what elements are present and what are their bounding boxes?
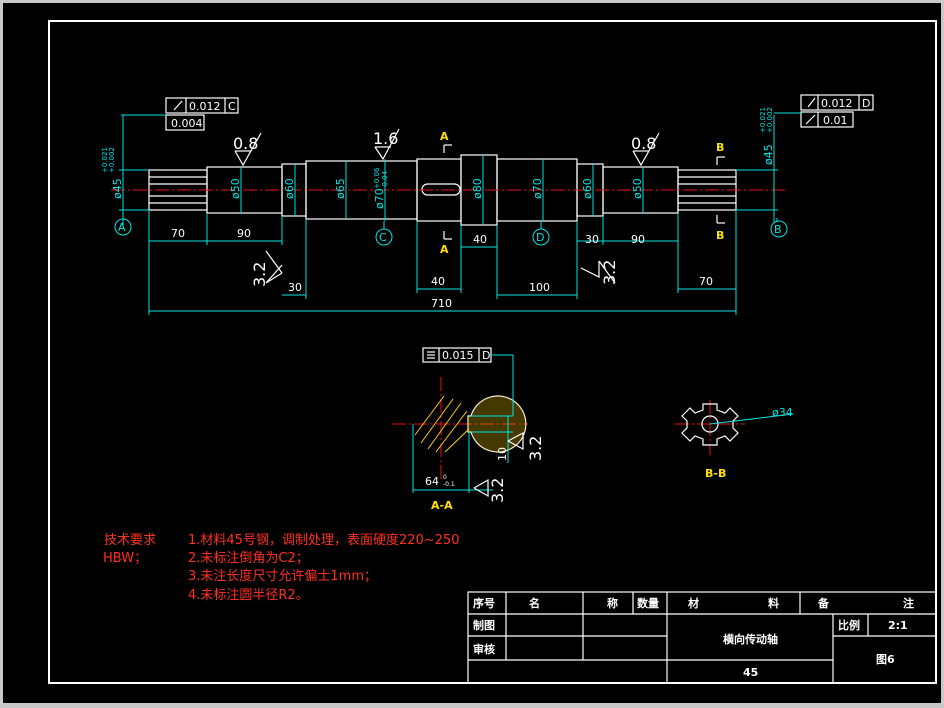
dia-tol: +0.002 [766, 107, 774, 133]
svg-text:10: 10 [496, 447, 509, 461]
roughness-top: 0.8 1.6 0.8 [233, 128, 660, 167]
svg-text:0: 0 [443, 474, 447, 481]
svg-text:ø34: ø34 [772, 406, 793, 419]
dia-tol: +0.021 [759, 107, 767, 133]
section-markers: A A B B [440, 130, 725, 256]
hdr-qty: 数量 [637, 596, 659, 610]
hdr-index: 序号 [473, 596, 495, 610]
svg-text:40: 40 [431, 275, 445, 288]
section-bb: ø34 B-B [675, 400, 794, 480]
dia-tol: +0.021 [101, 147, 109, 173]
dia-label: ø80 [471, 178, 484, 199]
fcf-right: 0.012 D 0.01 [774, 94, 874, 128]
scale-value: 2:1 [888, 619, 908, 632]
svg-text:3.2: 3.2 [488, 478, 507, 503]
svg-text:0.8: 0.8 [233, 134, 258, 153]
part-name: 横向传动轴 [723, 632, 778, 646]
svg-text:710: 710 [431, 297, 452, 310]
svg-text:64: 64 [425, 475, 439, 488]
datum-b: B [774, 223, 782, 236]
svg-text:A: A [440, 130, 449, 143]
row-check: 审核 [473, 642, 495, 656]
technical-notes: 技术要求 HBW； 1.材料45号钢，调制处理，表面硬度220~250 2.未标… [103, 532, 459, 603]
notes-heading: 技术要求 [104, 533, 156, 548]
dia-tol: +0.06 [373, 167, 381, 189]
svg-text:D: D [482, 349, 490, 362]
svg-text:40: 40 [473, 233, 487, 246]
svg-text:0.004: 0.004 [171, 117, 203, 130]
note-1: 1.材料45号钢，调制处理，表面硬度220~250 [188, 532, 459, 548]
svg-text:30: 30 [288, 281, 302, 294]
title-block: 序号 名 称 数量 材 料 备 注 制图 审核 横向传动轴 比例 2:1 45 … [467, 591, 937, 684]
hdr-name-2: 称 [607, 596, 618, 610]
svg-text:30: 30 [585, 233, 599, 246]
dia-label: ø70 [531, 178, 544, 199]
svg-text:70: 70 [171, 227, 185, 240]
dia-label: ø60 [581, 178, 594, 199]
svg-text:0.012: 0.012 [189, 100, 221, 113]
hdr-name-1: 名 [529, 596, 540, 610]
dia-label: ø70 [373, 188, 386, 209]
dia-label: ø45 [762, 144, 775, 165]
cad-canvas[interactable]: ø50 ø60 ø65 ø70 +0.06 -0.04 ø80 ø70 ø60 … [3, 3, 941, 703]
drawing-svg: ø50 ø60 ø65 ø70 +0.06 -0.04 ø80 ø70 ø60 … [48, 20, 937, 684]
length-dims: 70 90 30 40 40 100 30 90 70 710 [148, 210, 737, 315]
note-3: 3.未注长度尺寸允许偏士1mm； [188, 568, 377, 584]
datum-c: C [379, 231, 387, 244]
svg-text:B: B [716, 229, 724, 242]
note-2: 2.未标注倒角为C2； [188, 551, 309, 566]
svg-text:1.6: 1.6 [373, 129, 398, 148]
svg-text:3.2: 3.2 [526, 436, 545, 461]
datum-d: D [536, 231, 544, 244]
section-aa: 10 3.2 0.015 D 64 0 -0.1 3.2 A-A [392, 347, 545, 512]
note-4: 4.未标注圆半径R2。 [188, 588, 309, 603]
svg-text:100: 100 [529, 281, 550, 294]
svg-text:B: B [716, 141, 724, 154]
svg-text:0.01: 0.01 [823, 114, 848, 127]
svg-text:D: D [862, 97, 870, 110]
svg-text:3.2: 3.2 [250, 262, 269, 287]
row-draw: 制图 [473, 618, 495, 632]
svg-text:0.012: 0.012 [821, 97, 853, 110]
hdr-note-1: 备 [817, 596, 830, 610]
dia-label: ø50 [631, 178, 644, 199]
notes-hbw: HBW； [103, 551, 147, 566]
shaft-diameters: ø50 ø60 ø65 ø70 +0.06 -0.04 ø80 ø70 ø60 … [101, 107, 778, 225]
dia-label: ø50 [229, 178, 242, 199]
hdr-note-2: 注 [903, 596, 914, 610]
svg-text:C: C [228, 100, 236, 113]
dia-tol: +0.002 [108, 147, 116, 173]
dia-label: ø65 [334, 178, 347, 199]
drawing-no: 图6 [876, 653, 895, 666]
roughness-dims: 3.2 3.2 [250, 250, 619, 287]
material: 45 [743, 666, 758, 679]
svg-text:A: A [440, 243, 449, 256]
dia-tol: -0.04 [381, 170, 389, 189]
datum-a: A [118, 221, 126, 234]
dia-label: ø60 [283, 178, 296, 199]
svg-text:-0.1: -0.1 [443, 481, 455, 488]
svg-text:70: 70 [699, 275, 713, 288]
scale-label: 比例 [838, 618, 860, 632]
hdr-mat-1: 材 [688, 596, 699, 610]
svg-text:90: 90 [631, 233, 645, 246]
dia-label: ø45 [111, 178, 124, 199]
svg-text:0.015: 0.015 [442, 349, 474, 362]
svg-text:B-B: B-B [705, 467, 726, 480]
svg-text:90: 90 [237, 227, 251, 240]
svg-text:A-A: A-A [431, 499, 453, 512]
fcf-left: 0.012 C 0.004 [121, 97, 239, 131]
svg-text:3.2: 3.2 [600, 260, 619, 285]
datum-markers: A C D B [114, 218, 788, 246]
svg-text:0.8: 0.8 [631, 134, 656, 153]
hdr-mat-2: 料 [768, 596, 779, 610]
